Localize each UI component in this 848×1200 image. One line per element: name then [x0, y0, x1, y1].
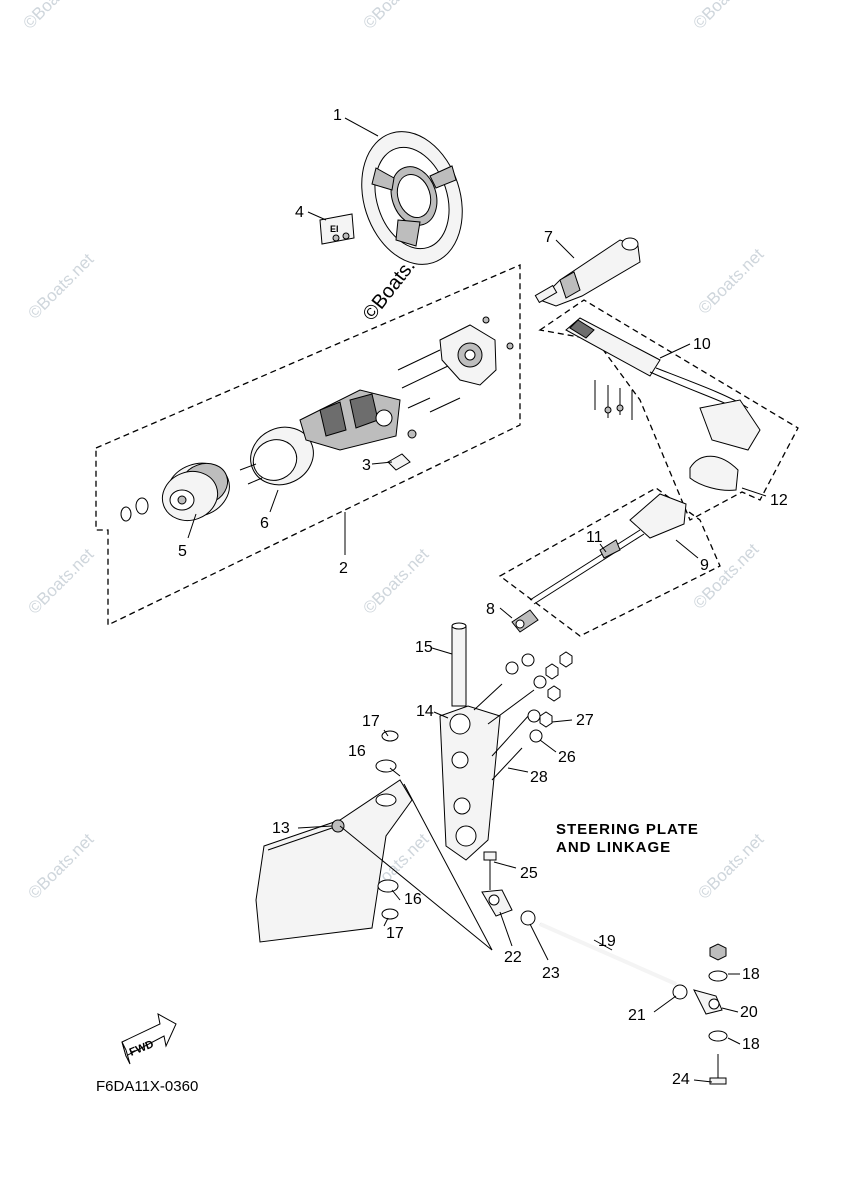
callout-18b: 18 [742, 1036, 760, 1053]
callouts: 1 4 7 10 12 11 9 8 3 6 5 2 15 14 17 27 1… [178, 107, 788, 1088]
callout-23: 23 [542, 965, 560, 982]
steering-pin [451, 622, 467, 707]
callout-7: 7 [544, 229, 553, 246]
fwd-arrow-icon: FWD [121, 1013, 177, 1065]
callout-24: 24 [672, 1071, 690, 1088]
bolt-25 [483, 851, 497, 890]
long-bolts [397, 349, 461, 439]
bolts [239, 463, 263, 485]
callout-17b: 17 [386, 925, 404, 942]
callout-20: 20 [740, 1004, 758, 1021]
callout-25: 25 [520, 865, 538, 882]
watermark: ©Boats.net [694, 830, 767, 903]
callout-5: 5 [178, 543, 187, 560]
rod-end-20 [672, 984, 723, 1015]
cable-end-fitting [511, 609, 539, 633]
callout-10: 10 [693, 336, 711, 353]
callout-3: 3 [362, 457, 371, 474]
callout-15: 15 [415, 639, 433, 656]
helm-housing [439, 316, 514, 386]
cable-boot [689, 399, 761, 491]
emblem-decal: EI [319, 213, 355, 245]
steering-wheel [361, 131, 463, 265]
hardware-18-24 [708, 943, 728, 1085]
watermark: ©Boats.net [24, 545, 97, 618]
callout-9: 9 [700, 557, 709, 574]
watermark: ©Boats.net [359, 0, 432, 33]
group-box-2 [95, 264, 521, 627]
callout-2: 2 [339, 560, 348, 577]
leader-lines [187, 117, 767, 1083]
callout-14: 14 [416, 703, 434, 720]
watermark: ©Boats.net [24, 250, 97, 323]
group-box-10 [538, 299, 799, 521]
drum-pulley [161, 462, 230, 522]
helm-unit [299, 389, 401, 451]
callout-21: 21 [628, 1007, 646, 1024]
watermark: ©Boats.net [24, 830, 97, 903]
callout-16b: 16 [404, 891, 422, 908]
callout-27: 27 [576, 712, 594, 729]
callout-12: 12 [770, 492, 788, 509]
callout-11: 11 [586, 529, 603, 546]
cable-assembly [565, 317, 749, 411]
callout-13: 13 [272, 820, 290, 837]
cover-ring [250, 426, 314, 486]
steering-plate-arm [439, 705, 501, 861]
callout-16a: 16 [348, 743, 366, 760]
callout-28: 28 [530, 769, 548, 786]
studs [473, 683, 535, 781]
washers [120, 497, 149, 522]
svg-text:EI: EI [330, 224, 339, 234]
plate-small [387, 453, 411, 471]
watermark: ©Boats.net [694, 245, 767, 318]
ball-joint-22 [481, 889, 536, 926]
watermark: ©Boats.net [19, 0, 92, 33]
watermark: ©Boats.net [359, 545, 432, 618]
callout-26: 26 [558, 749, 576, 766]
watermark: ©Boats.net [689, 0, 762, 33]
diagram-title-line1: STEERING PLATE [556, 821, 699, 838]
cable-steering [529, 493, 687, 605]
callout-8: 8 [486, 601, 495, 618]
nuts-washers [505, 651, 573, 743]
callout-6: 6 [260, 515, 269, 532]
diagram-code: F6DA11X-0360 [96, 1078, 198, 1095]
steering-control-shaft [534, 237, 641, 307]
screws [594, 380, 633, 420]
diagram-title-line2: AND LINKAGE [556, 839, 671, 856]
callout-18a: 18 [742, 966, 760, 983]
callout-1: 1 [333, 107, 342, 124]
callout-19: 19 [598, 933, 616, 950]
callout-4: 4 [295, 204, 304, 221]
callout-22: 22 [504, 949, 522, 966]
tie-rod [539, 922, 677, 986]
callout-17a: 17 [362, 713, 380, 730]
steering-bracket [255, 779, 413, 943]
